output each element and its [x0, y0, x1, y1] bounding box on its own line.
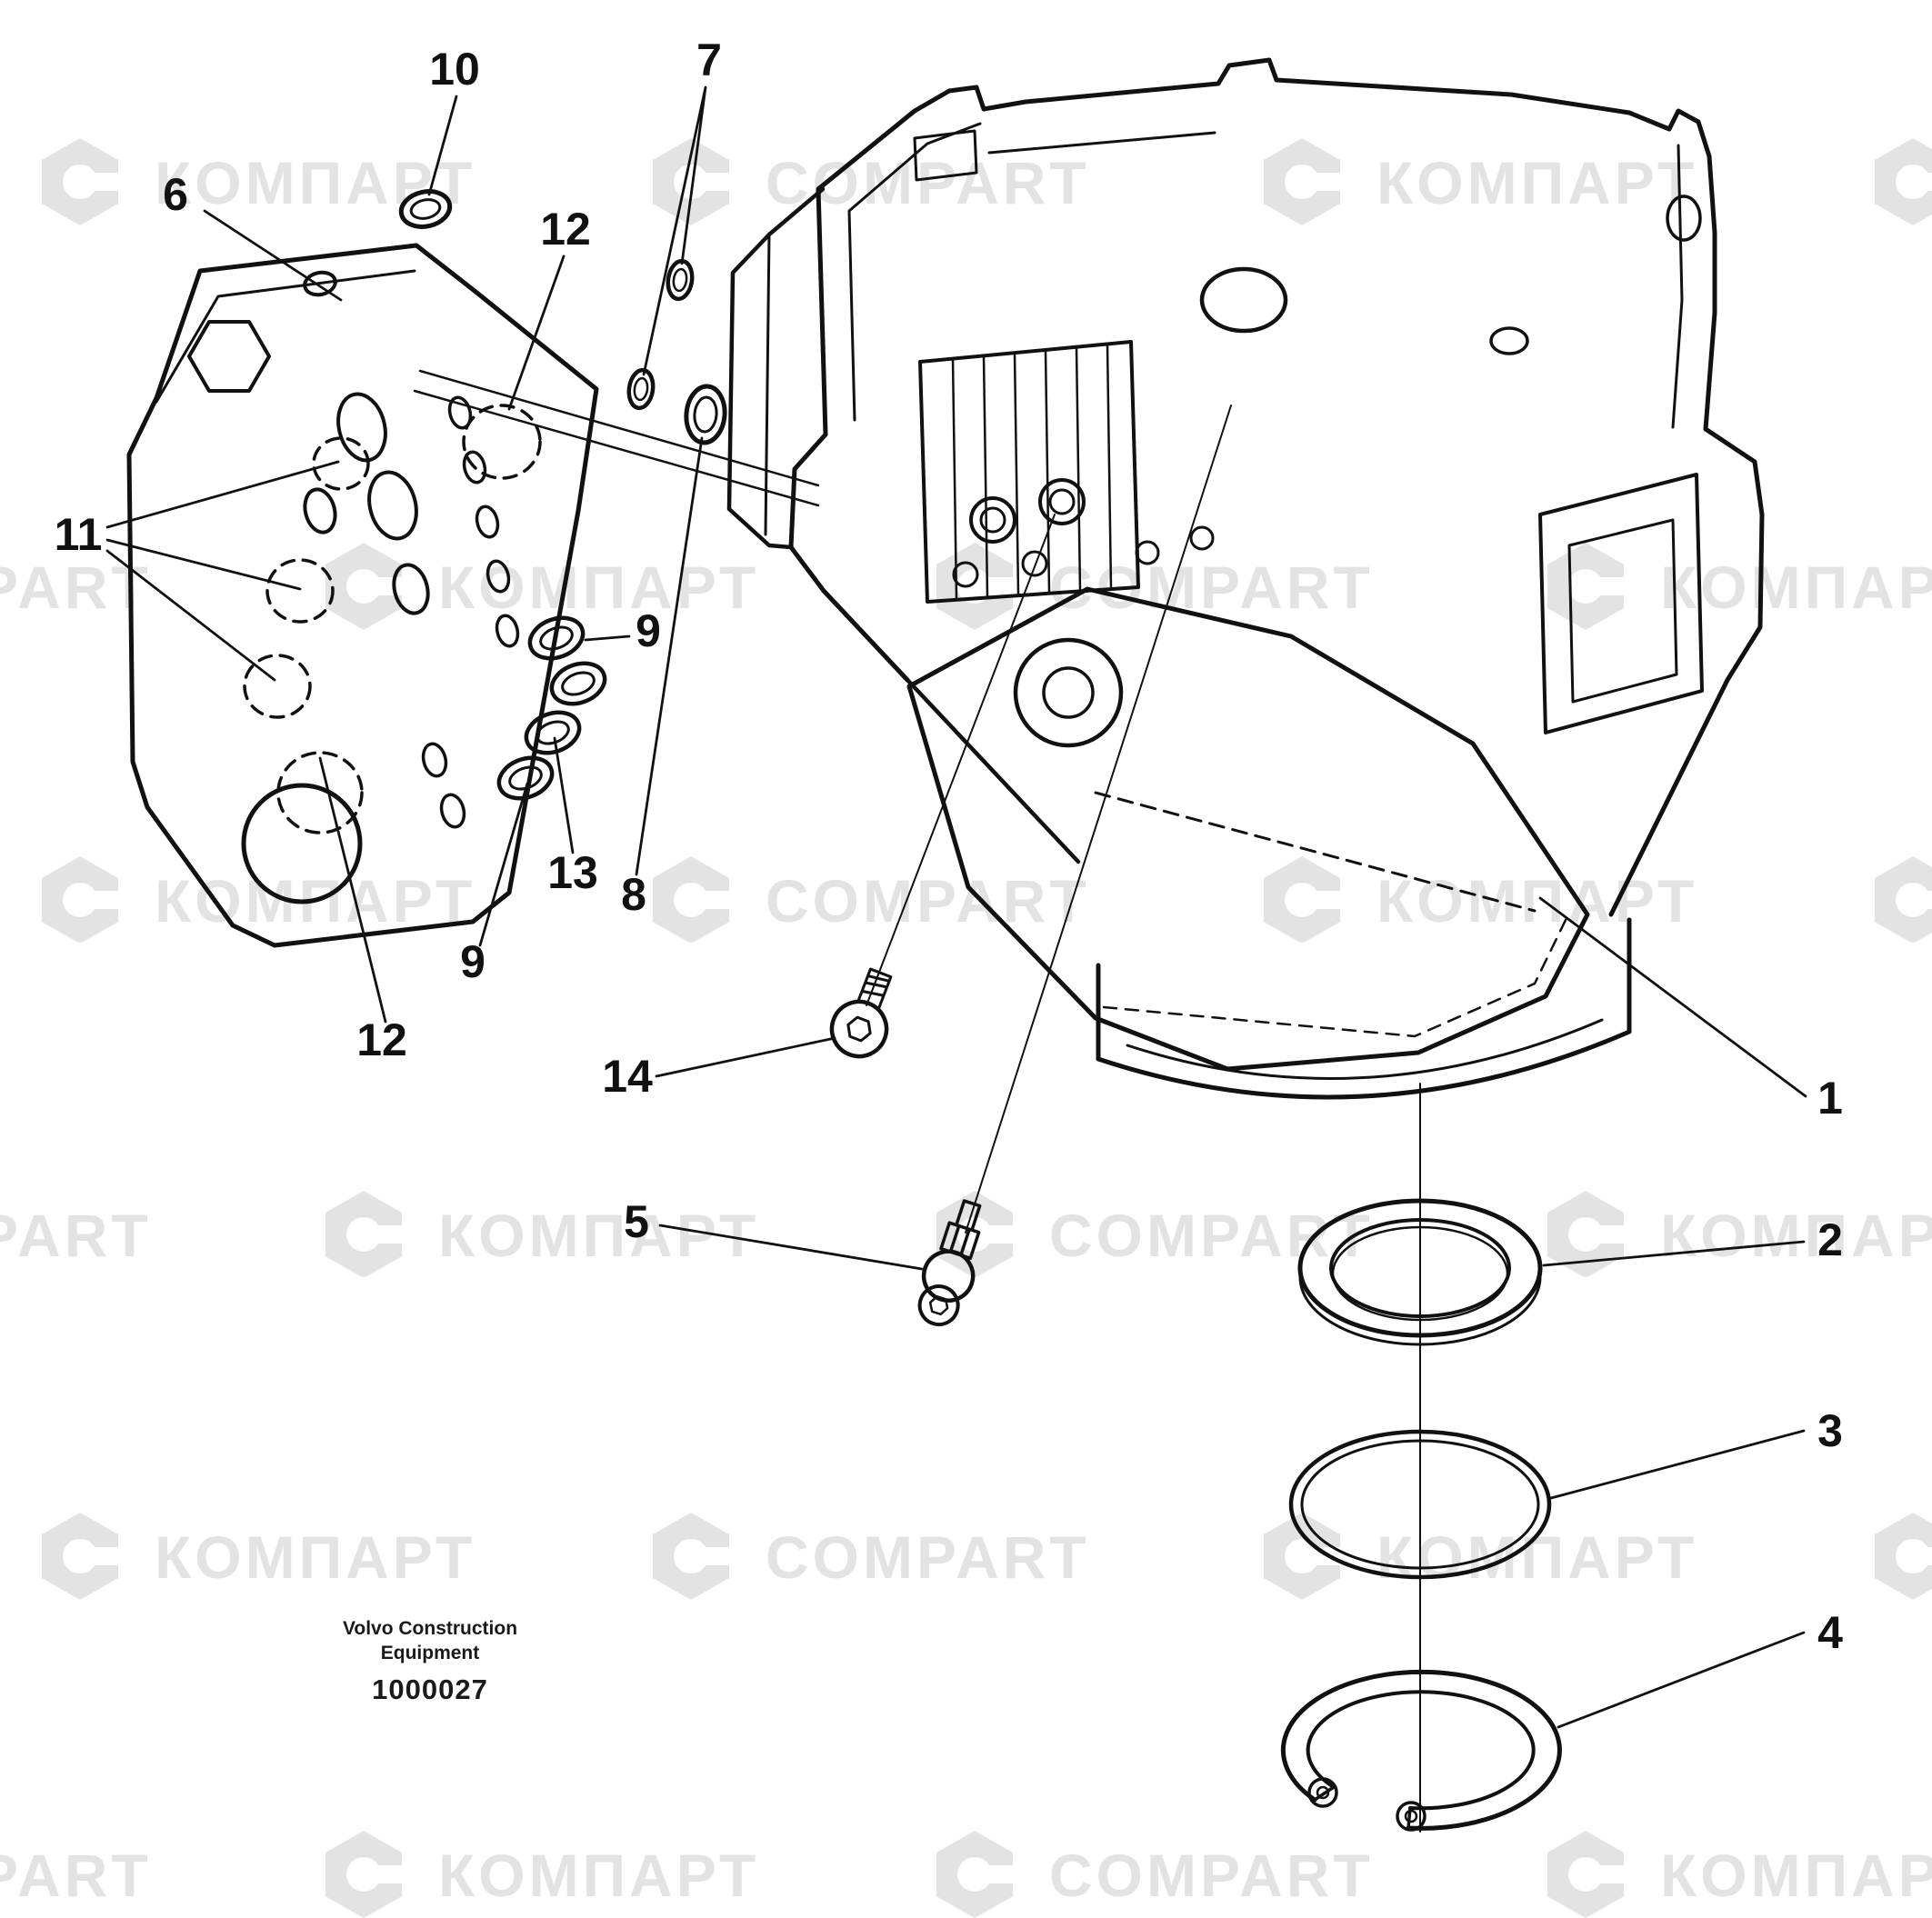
watermark-text: КОМПАРТ	[1660, 554, 1932, 621]
callout-label-11: 11	[55, 509, 103, 560]
watermark-logo-icon	[1264, 856, 1344, 944]
footer: Volvo Construction Equipment 1000027	[307, 1616, 553, 1706]
watermark-text: КОМПАРТ	[438, 554, 759, 621]
watermark-logo-icon	[325, 1191, 405, 1278]
watermark-logo-icon	[1547, 543, 1627, 630]
watermark-logo-icon	[325, 1831, 405, 1918]
snap-ring-part-4	[1280, 1669, 1562, 1832]
plate-boss-hole	[241, 783, 363, 904]
callout-label-8: 8	[621, 869, 646, 920]
screw-part-14	[829, 967, 893, 1059]
watermark-text: КОМПАРТ	[1376, 149, 1697, 216]
callout-label-10: 10	[429, 44, 480, 95]
o-ring-part-8	[684, 384, 727, 445]
callout-label-5: 5	[624, 1196, 649, 1247]
watermark-logo-icon	[653, 1513, 733, 1600]
callout-label-9: 9	[636, 605, 661, 656]
callout-label-7: 7	[696, 35, 722, 85]
watermark-text: КОМПАРТ	[1376, 867, 1697, 934]
pointer-lines	[866, 405, 1232, 1234]
watermark-text: COMPART	[766, 149, 1090, 216]
hex-hole	[187, 320, 271, 393]
leader-lines	[105, 85, 1807, 1729]
figure-number: 1000027	[372, 1673, 488, 1705]
watermark-logo-icon	[1264, 138, 1344, 225]
exploded-view-art	[105, 57, 1807, 1833]
o-ring-part-10	[398, 189, 453, 229]
valve-part-5	[917, 1199, 982, 1327]
callout-label-12: 12	[356, 1014, 407, 1065]
watermark-text: COMPART	[0, 1202, 152, 1269]
valve-plate-part-6	[126, 243, 599, 948]
watermark-logo-icon	[1875, 1513, 1932, 1600]
callout-label-14: 14	[602, 1051, 653, 1102]
watermark-logo-icon	[1875, 138, 1932, 225]
callout-label-9: 9	[460, 936, 486, 987]
hidden-bores	[243, 404, 542, 834]
ring-part-3	[1288, 1429, 1552, 1580]
watermark-text: COMPART	[766, 867, 1090, 934]
watermark-text: КОМПАРТ	[438, 1842, 759, 1909]
callout-label-2: 2	[1817, 1214, 1843, 1265]
callout-label-1: 1	[1817, 1073, 1843, 1124]
watermark-logo-icon	[42, 1513, 122, 1600]
callout-label-4: 4	[1817, 1607, 1843, 1658]
publisher-name: Volvo Construction Equipment	[342, 1618, 518, 1664]
watermark-text: КОМПАРТ	[1660, 1202, 1932, 1269]
o-rings-part-7	[626, 258, 695, 411]
watermark-text: COMPART	[766, 1523, 1090, 1591]
watermark-text: COMPART	[0, 1842, 152, 1909]
watermark-logo-icon	[653, 856, 733, 944]
watermark-layer: КОМПАРТ COMPART КОМПАРТ COMPART КОМПАРТ COMPA…	[0, 138, 1932, 1918]
watermark-text: КОМПАРТ	[438, 1202, 759, 1269]
watermark-text: COMPART	[1049, 554, 1374, 621]
watermark-text: КОМПАРТ	[1660, 1842, 1932, 1909]
watermark-logo-icon	[1547, 1831, 1627, 1918]
alignment-lines	[413, 369, 820, 507]
callout-label-6: 6	[163, 169, 188, 220]
housing-part-1	[726, 57, 1765, 1100]
callout-label-13: 13	[547, 847, 598, 898]
callout-label-3: 3	[1817, 1405, 1843, 1456]
watermark-logo-icon	[936, 1831, 1016, 1918]
watermark-text: КОМПАРТ	[155, 1523, 475, 1591]
watermark-logo-icon	[1875, 856, 1932, 944]
callout-layer: 6 10 12 7 11 9 13 8 9 12 14 1 5 2 3 4	[55, 35, 1844, 1658]
watermark-logo-icon	[936, 543, 1016, 630]
seal-ring-part-2	[1297, 1198, 1543, 1346]
watermark-text: КОМПАРТ	[155, 149, 475, 216]
watermark-text: COMPART	[1049, 1842, 1374, 1909]
callout-label-12: 12	[540, 204, 591, 255]
watermark-logo-icon	[42, 138, 122, 225]
watermark-logo-icon	[42, 856, 122, 944]
watermark-text: COMPART	[1049, 1202, 1374, 1269]
